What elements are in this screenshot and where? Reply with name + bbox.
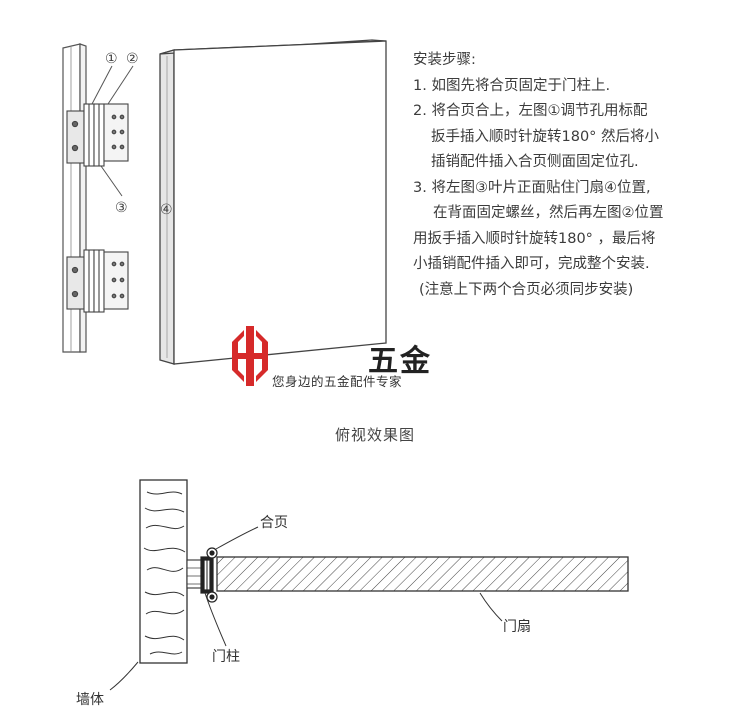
- top-view-title: 俯视效果图: [334, 426, 415, 444]
- label-door-post: 门柱: [212, 649, 240, 665]
- instruction-line: 1. 如图先将合页固定于门柱上.: [413, 77, 611, 94]
- instruction-line: 在背面固定螺丝，然后再左图②位置: [433, 205, 664, 221]
- brand-logo-icon: [232, 326, 268, 386]
- label-leaders: [109, 526, 503, 691]
- marker-3: ③: [115, 200, 128, 216]
- label-wall: 墙体: [76, 692, 104, 708]
- door-post-section: [186, 559, 204, 589]
- marker-1: ①: [105, 51, 118, 67]
- instruction-note: (注意上下两个合页必须同步安装): [419, 281, 634, 298]
- hinge-section: [200, 547, 218, 603]
- label-hinge: 合页: [260, 515, 288, 531]
- instruction-line: 小插销配件插入即可，完成整个安装.: [413, 256, 650, 272]
- upper-hinge: [66, 103, 129, 167]
- top-view-drawing: [109, 479, 629, 691]
- instructions-title: 安装步骤:: [413, 52, 476, 68]
- marker-leaders: [91, 65, 134, 197]
- installation-instructions: 安装步骤: 1. 如图先将合页固定于门柱上. 2. 将合页合上，左图①调节孔用标…: [413, 48, 743, 303]
- brand-name: 五金: [368, 344, 432, 379]
- label-door-leaf: 门扇: [503, 619, 531, 635]
- door-panel: [159, 39, 387, 365]
- instruction-line: 用扳手插入顺时针旋转180° ，最后将: [413, 230, 656, 247]
- marker-4: ④: [160, 202, 173, 218]
- instruction-line: 3. 将左图③叶片正面贴住门扇④位置,: [413, 179, 651, 196]
- instruction-line: 插销配件插入合页侧面固定位孔.: [431, 154, 639, 170]
- instruction-line: 2. 将合页合上，左图①调节孔用标配: [413, 103, 648, 119]
- brand-slogan: 您身边的五金配件专家: [272, 374, 403, 389]
- instruction-line: 扳手插入顺时针旋转180° 然后将小: [431, 128, 660, 145]
- wall-section: [139, 479, 188, 664]
- lower-hinge: [66, 249, 129, 313]
- door-leaf-section: [216, 556, 629, 592]
- marker-2: ②: [126, 51, 139, 67]
